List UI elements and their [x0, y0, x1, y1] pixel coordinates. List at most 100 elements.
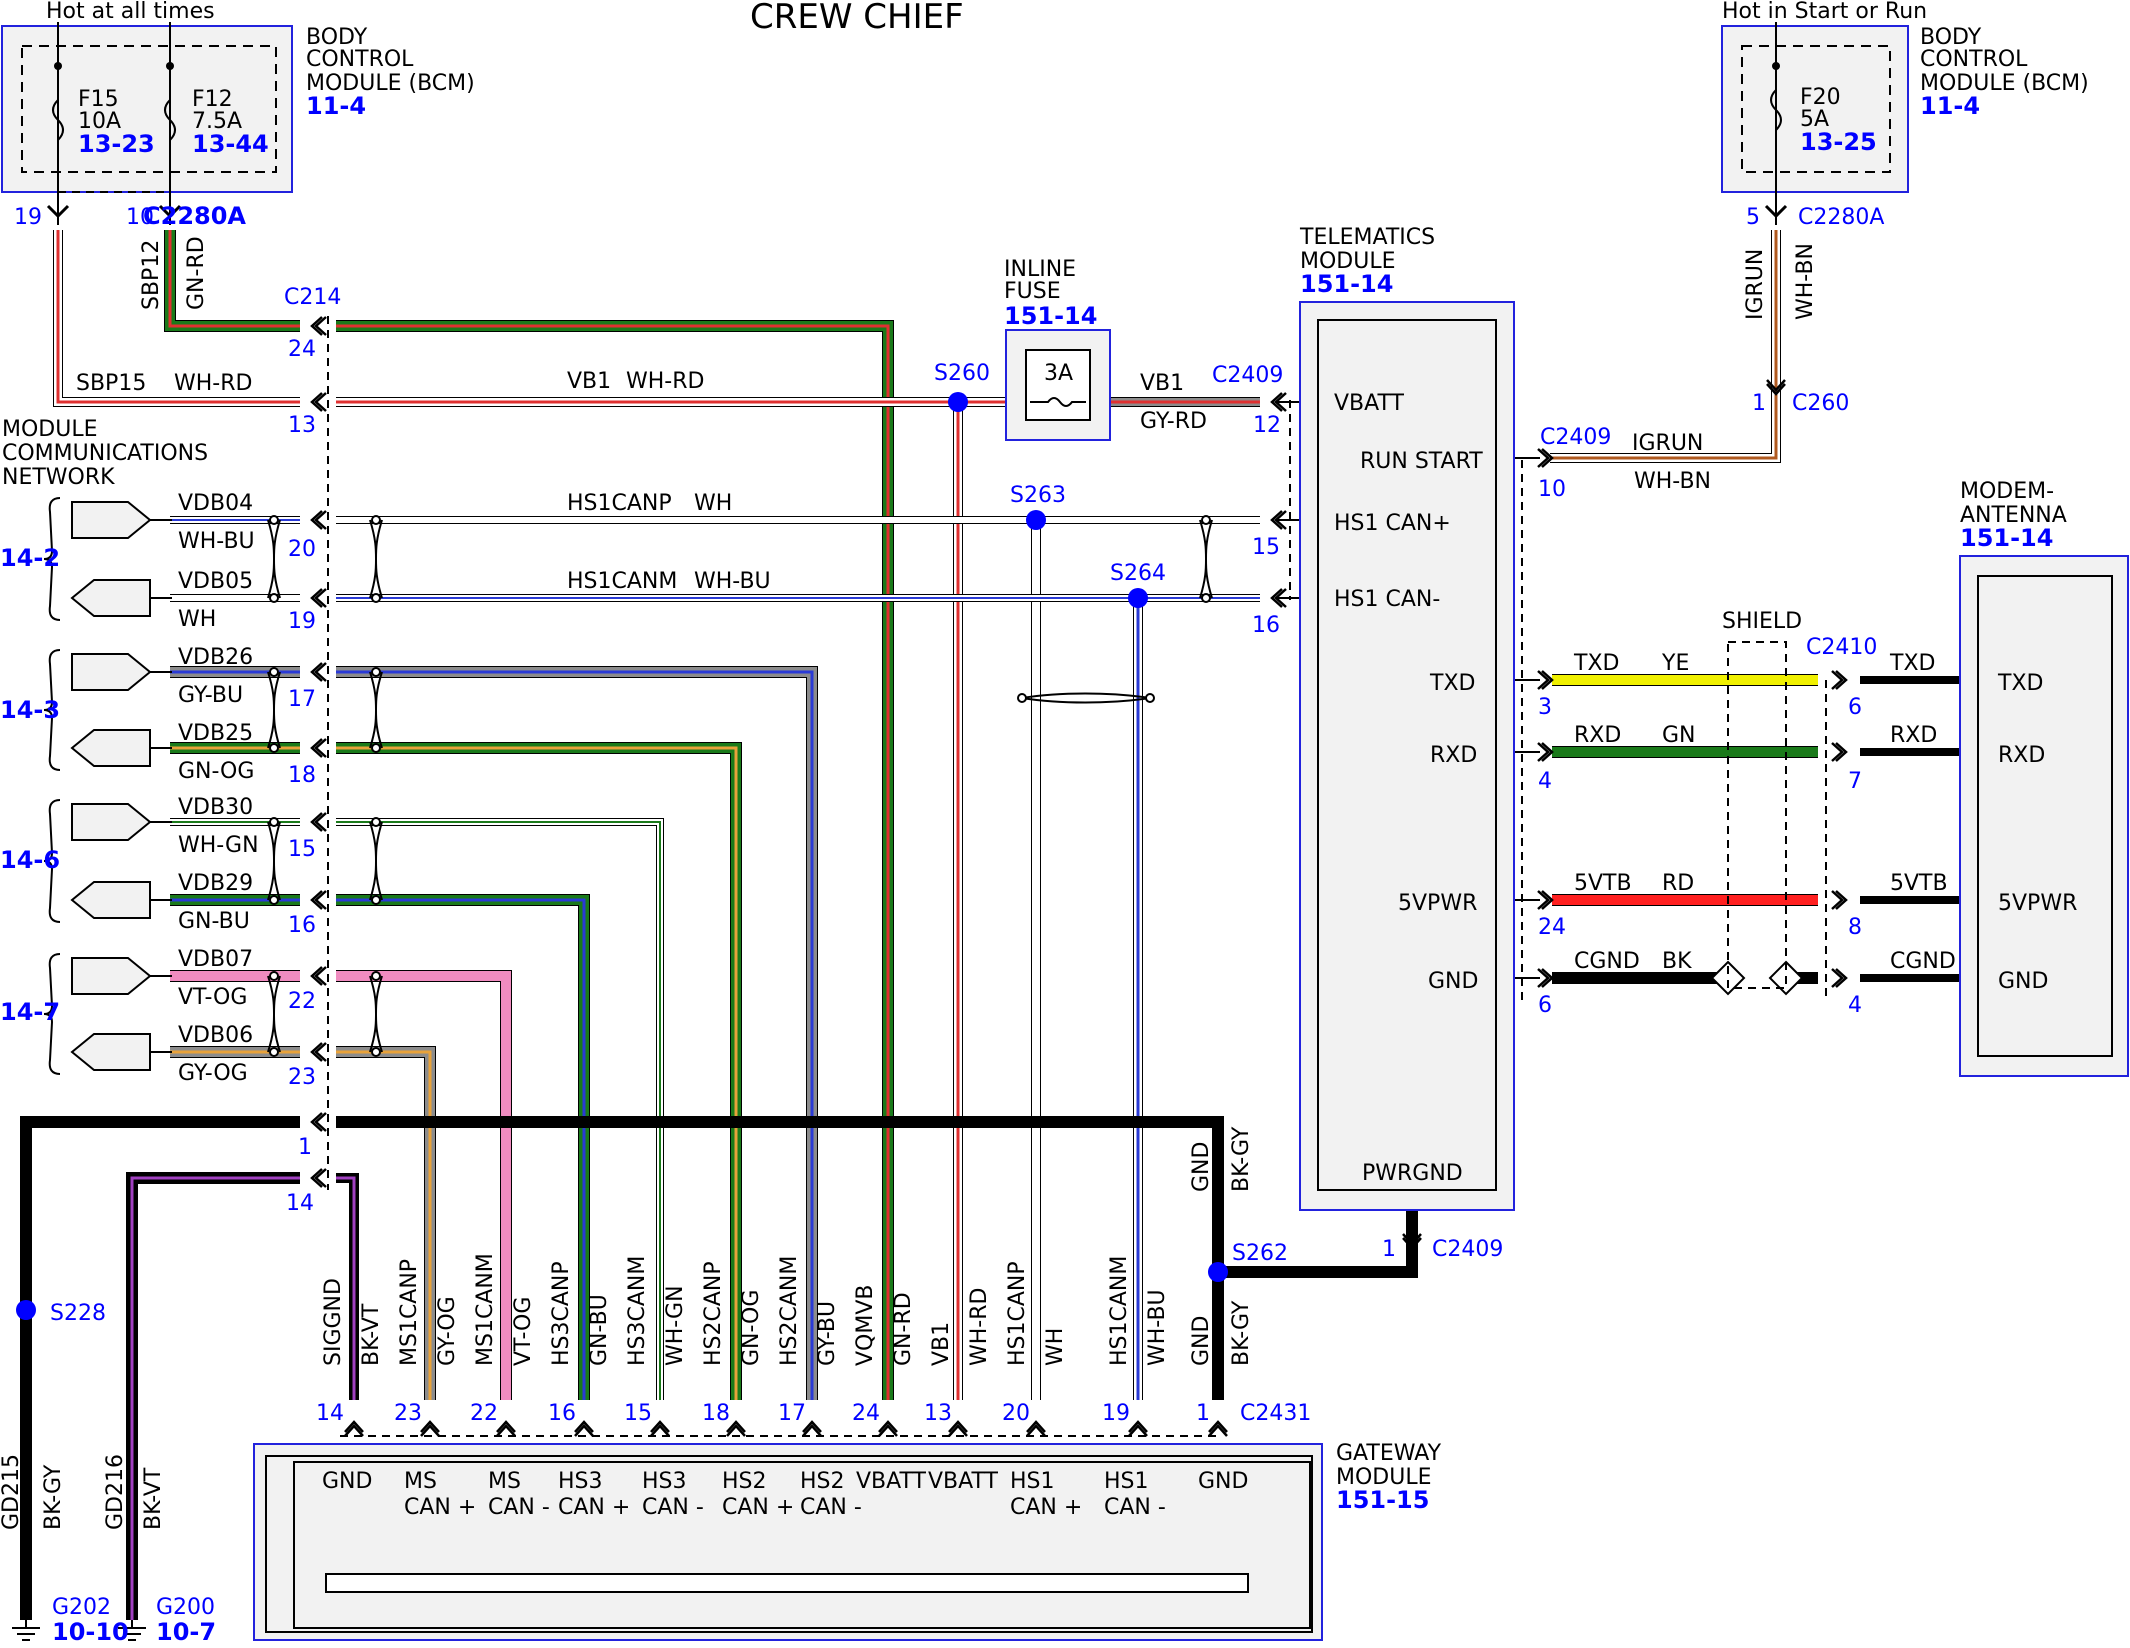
- fuse-f20-ref: 13-25: [1800, 128, 1877, 156]
- wire-hs3canm-stripe: [336, 821, 661, 1400]
- fuse-f12-name: F12: [192, 87, 233, 112]
- label-hs1canminus: HS1 CAN-: [1334, 587, 1440, 612]
- label-vdb26: VDB26: [178, 645, 253, 670]
- tm-out-arrow-1: [1537, 670, 1554, 690]
- twist-horizontal: [1021, 692, 1151, 704]
- label-gt7a: HS2: [800, 1469, 845, 1494]
- ground-g202: [12, 1620, 40, 1641]
- label-bkvtv2: BK-VT: [141, 1467, 166, 1530]
- c2431-arrow-6: [802, 1420, 822, 1437]
- label-p3: 3: [1538, 695, 1552, 720]
- label-s228: S228: [50, 1301, 106, 1326]
- label-c260: C260: [1792, 391, 1849, 416]
- c214-arrow-7: [310, 890, 327, 910]
- inline-fuse-ref: 151-14: [1004, 302, 1097, 330]
- c214-arrow-3: [310, 588, 327, 608]
- twist-mid-3-t: [371, 971, 381, 981]
- label-sig14: GY-BU: [815, 1301, 840, 1366]
- c2431-arrow-4: [650, 1420, 670, 1437]
- twist-tm-t: [1201, 515, 1211, 525]
- label-p8: 8: [1848, 915, 1862, 940]
- pwrgnd-arrow: [1402, 1233, 1422, 1250]
- bcm-left-line3: MODULE (BCM): [306, 71, 475, 96]
- twist-left-2-b: [269, 895, 279, 905]
- label-vbatt: VBATT: [1334, 391, 1405, 416]
- label-sig8: GN-BU: [587, 1294, 612, 1366]
- label-g202: G202: [52, 1595, 111, 1620]
- label-sig19: HS1CANP: [1005, 1261, 1030, 1366]
- tm-out-arrow-3: [1537, 890, 1554, 910]
- label-whbn2: WH-BN: [1793, 243, 1818, 320]
- label-txd3: TXD: [1889, 651, 1935, 676]
- label-p10a: 10: [126, 205, 154, 230]
- label-rxd3: RXD: [1890, 723, 1937, 748]
- c214-arrow-8: [310, 966, 327, 986]
- twist-left-1-t: [269, 667, 279, 677]
- label-whbu2: WH-BU: [694, 569, 771, 594]
- wire-hs2canp-stripe: [336, 746, 738, 1400]
- splice-s264: [1128, 588, 1148, 608]
- bcm-left-ref: 11-4: [306, 92, 366, 120]
- label-gt6b: CAN +: [722, 1495, 794, 1520]
- label-rxd2: RXD: [1574, 723, 1621, 748]
- twist-left-3: [267, 975, 281, 1053]
- wire-gd216-stripe: [130, 1176, 300, 1620]
- label-ye: YE: [1661, 651, 1689, 676]
- telematics-module: TELEMATICS MODULE 151-14: [1299, 225, 1515, 1211]
- bcm-left-line1: BODY: [306, 25, 368, 50]
- c260-arrow: [1766, 379, 1786, 396]
- label-r147: 14-7: [0, 998, 60, 1026]
- twist-mid-1-b: [371, 743, 381, 753]
- label-c2409c: C2409: [1432, 1237, 1503, 1262]
- label-sig13: HS2CANM: [777, 1256, 802, 1366]
- gateway-module: GATEWAY MODULE 151-15: [253, 1435, 1442, 1641]
- twist-left-1: [267, 671, 281, 749]
- inline-fuse: 3A INLINE FUSE 151-14: [1004, 257, 1111, 441]
- c2410-arrow-2: [1831, 890, 1848, 910]
- label-hs1canp: HS1CANP: [567, 491, 672, 516]
- label-p4a: 4: [1538, 769, 1552, 794]
- label-gt8a: VBATT: [856, 1469, 927, 1494]
- label-cgnd2: CGND: [1890, 949, 1956, 974]
- wire-igrun-stripe: [1550, 230, 1778, 460]
- label-p12: 12: [1253, 413, 1281, 438]
- label-sig22: WH-BU: [1145, 1289, 1170, 1366]
- label-c2409a: C2409: [1212, 363, 1283, 388]
- label-vb1a: VB1: [567, 369, 611, 394]
- label-sig1: SIGGND: [321, 1278, 346, 1366]
- tm-out-arrow-0: [1537, 448, 1554, 468]
- label-v5vtb2: 5VTB: [1890, 871, 1948, 896]
- gateway-line1: GATEWAY: [1336, 1441, 1442, 1466]
- mcn-tab-6: [71, 957, 152, 995]
- label-sig4: GY-OG: [435, 1296, 460, 1366]
- twist-left-1-b: [269, 743, 279, 753]
- label-bkgyv1: BK-GY: [1229, 1126, 1254, 1192]
- label-gp2: 23: [394, 1401, 422, 1426]
- label-gt4a: HS3: [558, 1469, 603, 1494]
- label-p6b: 6: [1538, 993, 1552, 1018]
- c214-arrow-4: [310, 662, 327, 682]
- label-v5vtb1: 5VTB: [1574, 871, 1632, 896]
- label-txd4: TXD: [1997, 671, 2043, 696]
- label-gt3a: MS: [488, 1469, 521, 1494]
- hot-label-right: Hot in Start or Run: [1722, 0, 1927, 24]
- label-gnd1: GND: [1428, 969, 1478, 994]
- c214-arrow-2: [310, 510, 327, 530]
- label-sig6: VT-OG: [511, 1297, 536, 1366]
- twist-mid-0-t: [371, 515, 381, 525]
- label-g200: G200: [156, 1595, 215, 1620]
- mcn-tab-7: [70, 1033, 151, 1071]
- twist-left-0-t: [269, 515, 279, 525]
- bcm-module-left: Hot at all times F15 10A 13-23 F12 7.5A …: [1, 0, 475, 225]
- label-rd1: RD: [1662, 871, 1694, 896]
- diagram-title: CREW CHIEF: [750, 0, 964, 37]
- c214-arrow-6: [310, 812, 327, 832]
- label-runstart: RUN START: [1360, 449, 1483, 474]
- mcn-group: MODULE COMMUNICATIONS NETWORK: [2, 417, 208, 490]
- label-gp9: 13: [924, 1401, 952, 1426]
- twist-horizontal-l: [1017, 693, 1027, 703]
- c214-arrow-5: [310, 738, 327, 758]
- label-cgnd1: CGND: [1574, 949, 1640, 974]
- label-p23a: 23: [288, 1065, 316, 1090]
- label-s262: S262: [1232, 1241, 1288, 1266]
